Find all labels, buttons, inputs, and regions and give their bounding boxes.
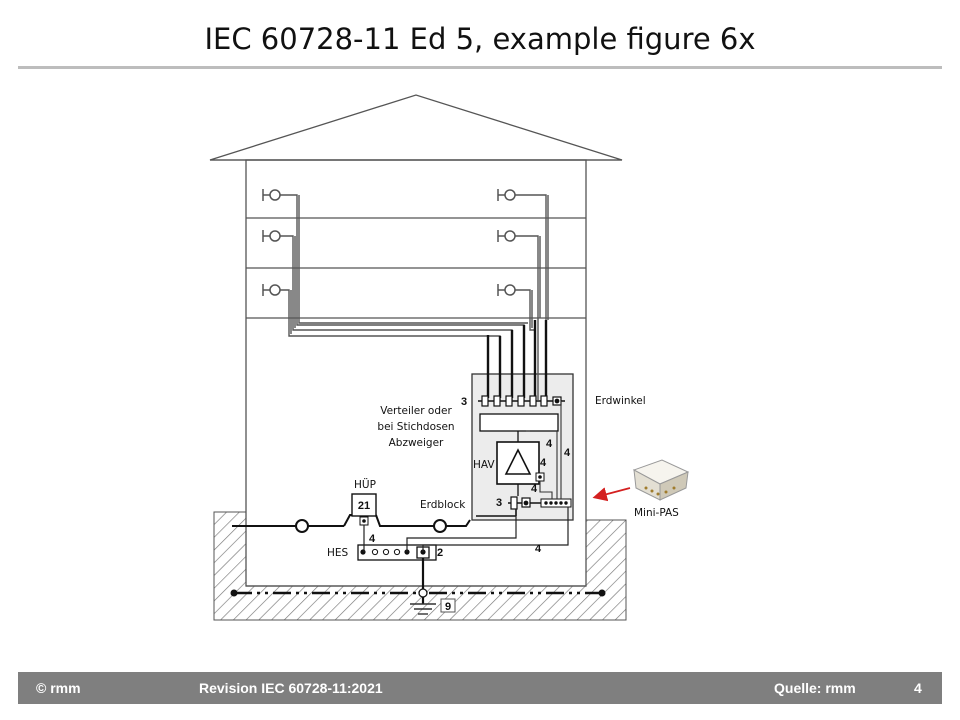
huep-value: 21 — [358, 500, 370, 512]
outlet-socket — [497, 230, 516, 242]
outlet-socket — [497, 284, 516, 296]
slide-title: IEC 60728-11 Ed 5, example figure 6x — [204, 22, 756, 56]
incoming-cable — [232, 509, 517, 533]
cabinet-earth-wires — [526, 401, 562, 499]
footer-source: Quelle: rmm — [774, 680, 856, 696]
footer-bar: © rmm Revision IEC 60728-11:2021 Quelle:… — [18, 672, 942, 704]
wire-number: 2 — [437, 547, 443, 559]
mini-pas-arrow — [592, 487, 631, 502]
outlet-sockets — [262, 189, 516, 296]
huep-box: 21 — [351, 493, 377, 526]
footer-copyright: © rmm — [36, 680, 81, 696]
hes-label: HES — [327, 547, 349, 559]
distributor-label-line-1: Verteiler oder — [380, 405, 452, 417]
footer-page-number: 4 — [914, 680, 922, 696]
erdblock-label: Erdblock — [420, 499, 466, 511]
footer-revision: Revision IEC 60728-11:2021 — [199, 680, 383, 696]
outlet-socket — [262, 189, 281, 201]
riser-cables — [486, 320, 548, 398]
house-outline — [209, 94, 623, 587]
wire-number: 4 — [369, 533, 376, 545]
hav-amplifier — [496, 441, 545, 496]
huep-label: HÜP — [354, 478, 376, 491]
hes-busbar — [357, 544, 437, 561]
wire-number: 4 — [546, 438, 553, 450]
wire-number: 4 — [564, 447, 571, 459]
distributor-connector-bar — [478, 395, 565, 407]
mini-pas-label: Mini-PAS — [634, 507, 679, 519]
splitter-block — [479, 413, 559, 432]
wire-number: 4 — [535, 543, 542, 555]
mini-pas-image — [632, 459, 690, 501]
erdwinkel-label: Erdwinkel — [595, 395, 646, 407]
distributor-label-line-3: Abzweiger — [389, 437, 444, 449]
hav-label: HAV — [473, 459, 495, 471]
wire-number: 4 — [531, 483, 538, 495]
wire-number: 4 — [540, 457, 547, 469]
wire-number: 3 — [496, 497, 502, 509]
outlet-socket — [262, 230, 281, 242]
distributor-label-line-2: bei Stichdosen — [377, 421, 454, 433]
coax-cables — [280, 194, 549, 400]
outlet-socket — [497, 189, 516, 201]
mini-pas-rail — [540, 498, 572, 508]
title-divider — [18, 66, 942, 69]
equipotential-wires — [363, 507, 569, 552]
wire-number: 3 — [461, 396, 467, 408]
foundation-earth-electrode: 9 — [230, 588, 606, 613]
earth-ground-icon — [410, 603, 436, 615]
outlet-socket — [262, 284, 281, 296]
foundation-marker: 9 — [445, 601, 451, 613]
